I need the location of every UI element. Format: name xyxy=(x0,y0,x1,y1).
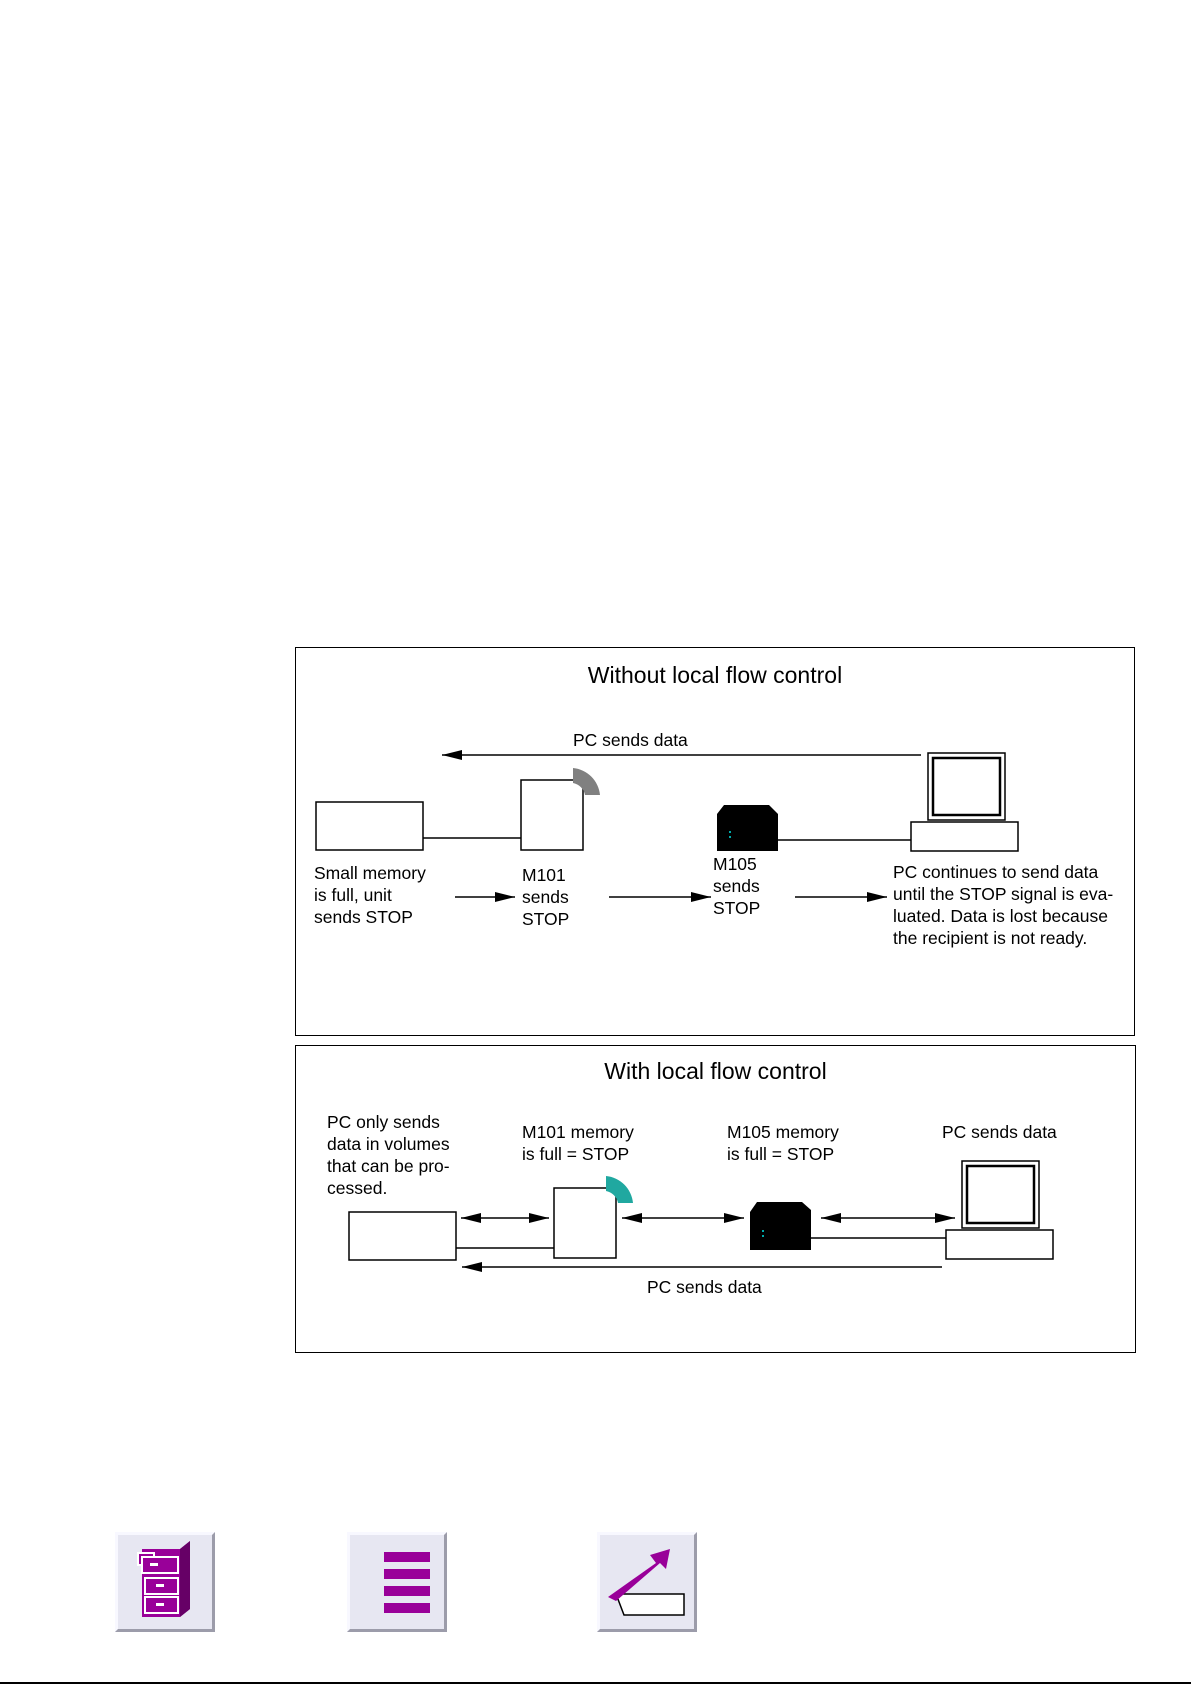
m105-device xyxy=(717,805,778,851)
back-button[interactable] xyxy=(597,1532,697,1632)
contents-button[interactable] xyxy=(115,1532,215,1632)
pc-only-label: PC only sends data in volumes that can b… xyxy=(327,1112,450,1198)
m101-memory-label: M101 memory is full = STOP xyxy=(522,1122,634,1164)
signal-icon xyxy=(606,1176,633,1203)
small-memory-device xyxy=(348,1211,457,1261)
return-arrow-icon xyxy=(608,1549,685,1616)
m105-device xyxy=(750,1202,811,1250)
diagram-title: Without local flow control xyxy=(587,662,843,688)
diagram-title: With local flow control xyxy=(604,1058,827,1084)
pc-sends-label: PC sends data xyxy=(942,1122,1057,1142)
index-button[interactable] xyxy=(347,1532,447,1632)
pc-sends-label: PC sends data xyxy=(573,730,688,750)
pc-base xyxy=(910,821,1019,852)
page-bottom-rule xyxy=(0,1682,1191,1684)
signal-icon xyxy=(573,768,600,795)
m101-device xyxy=(520,779,584,851)
small-memory-device xyxy=(315,801,424,851)
pc-base xyxy=(945,1229,1054,1260)
pc-continues-label: PC continues to send data until the STOP… xyxy=(893,862,1114,948)
small-memory-label: Small memory is full, unit sends STOP xyxy=(314,863,426,927)
m105-memory-label: M105 memory is full = STOP xyxy=(727,1122,839,1164)
m101-device xyxy=(553,1187,617,1259)
m105-label: M105 sends STOP xyxy=(713,854,761,918)
file-cabinet-icon xyxy=(137,1541,190,1617)
list-menu-icon xyxy=(384,1552,430,1613)
m101-label: M101 sends STOP xyxy=(522,865,570,929)
pc-sends-bottom-label: PC sends data xyxy=(647,1277,762,1297)
